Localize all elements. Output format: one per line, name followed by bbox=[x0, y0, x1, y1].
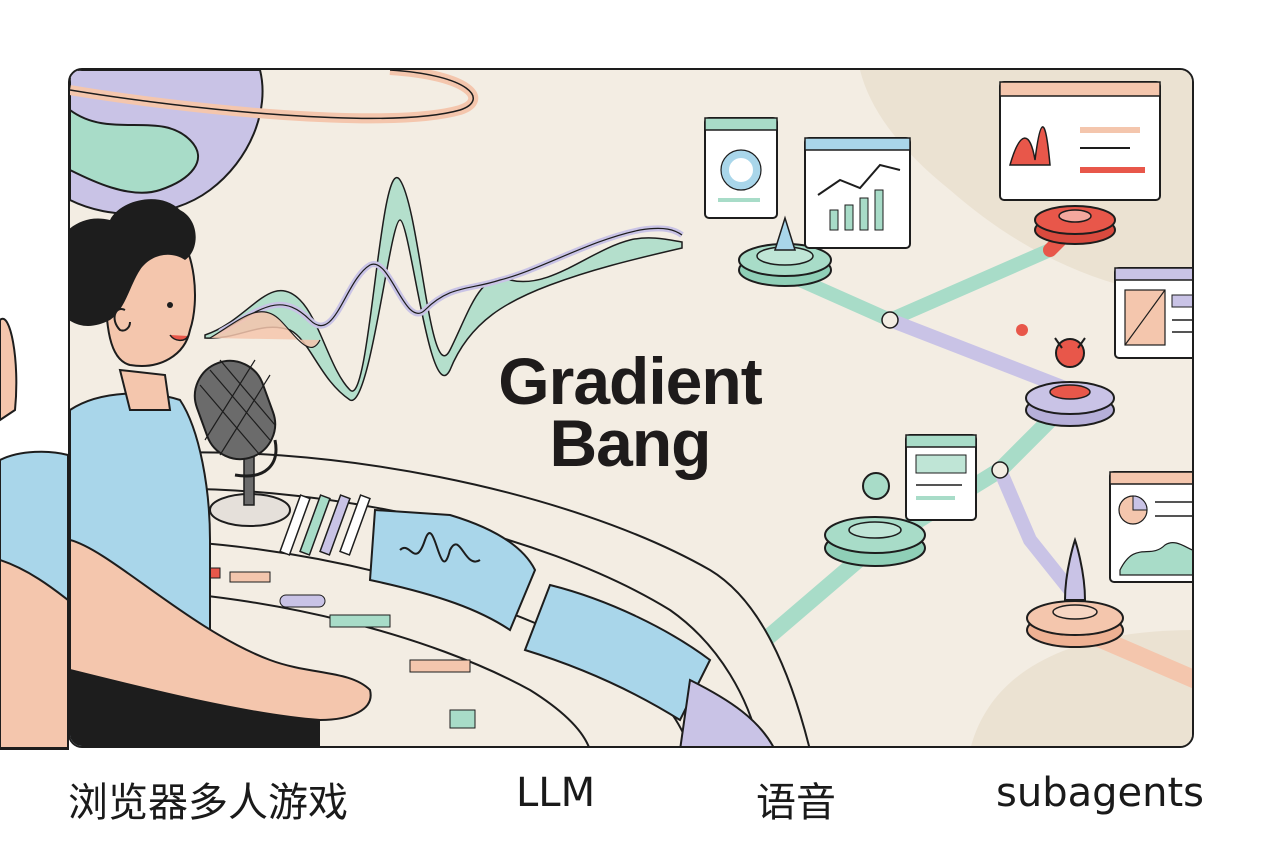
caption-browser-multiplayer: 浏览器多人游戏 bbox=[68, 780, 348, 826]
caption-llm: LLM bbox=[516, 770, 596, 816]
caption-row: 浏览器多人游戏 LLM 语音 subagents bbox=[0, 770, 1264, 830]
planet-icon bbox=[70, 70, 478, 215]
card-pie-panel bbox=[1109, 471, 1192, 583]
mixer-sliders bbox=[279, 494, 371, 556]
node-pedestal-peach bbox=[1026, 536, 1124, 648]
node-pedestal-mint-bottom bbox=[824, 472, 926, 567]
title-line-1: Gradient bbox=[498, 344, 762, 418]
illustration-scene bbox=[70, 70, 1192, 746]
card-message-panel bbox=[905, 434, 977, 521]
caption-voice: 语音 bbox=[756, 780, 836, 826]
sound-wave-icon bbox=[204, 176, 684, 401]
card-bar-chart bbox=[804, 137, 911, 249]
title-text: Gradient Bang bbox=[450, 344, 810, 480]
node-pedestal-mint-top bbox=[738, 215, 832, 287]
title-line-2: Bang bbox=[549, 406, 712, 480]
node-pedestal-lavender bbox=[1016, 324, 1115, 427]
caption-subagents: subagents bbox=[996, 770, 1204, 816]
illustration-card: Gradient Bang bbox=[68, 68, 1194, 748]
person-outside-card bbox=[0, 317, 69, 750]
person-illustration bbox=[70, 199, 372, 746]
card-donut-chart bbox=[704, 117, 778, 219]
card-area-chart-red bbox=[999, 81, 1161, 201]
node-pedestal-red-top bbox=[1034, 205, 1116, 245]
card-layout-panel bbox=[1114, 267, 1192, 359]
microphone-icon bbox=[193, 359, 291, 527]
